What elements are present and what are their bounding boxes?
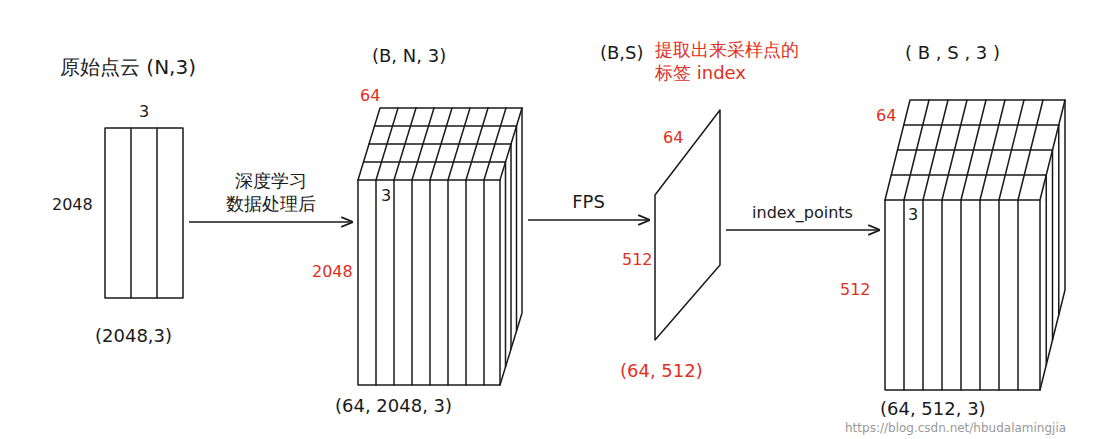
edge-label: FPS: [569, 190, 608, 215]
figure-title: 原始点云 (N,3): [60, 55, 196, 79]
edge-label: 深度学习 数据处理后: [218, 169, 324, 216]
shape-label: (2048,3): [95, 325, 172, 347]
flow-arrow: [528, 219, 649, 221]
dimension-label: 64: [876, 106, 896, 125]
flow-arrow: [189, 221, 352, 223]
figure-title: ( B , S , 3 ): [905, 42, 1000, 64]
annotation-note: 提取出来采样点的标签 index: [655, 38, 807, 85]
dimension-label: 512: [622, 250, 653, 269]
point-cloud-matrix: [105, 128, 183, 298]
batch-tensor-node: (B, N, 3)6432048(64, 2048, 3): [358, 108, 522, 385]
figure-title: (B,S): [600, 42, 644, 64]
dimension-label: 3: [381, 186, 391, 205]
dimension-label: 64: [360, 86, 380, 105]
point-cloud-node: 原始点云 (N,3)32048(2048,3): [105, 128, 183, 298]
shape-label: (64, 2048, 3): [335, 395, 452, 417]
dimension-label: 2048: [52, 195, 93, 214]
dimension-label: 512: [840, 280, 871, 299]
dimension-label: 64: [663, 128, 683, 147]
sampled-tensor-node: ( B , S , 3 )643512(64, 512, 3): [885, 100, 1065, 390]
shape-label: (64, 512): [620, 360, 703, 382]
watermark: https://blog.csdn.net/hbudalamingjia: [845, 421, 1066, 435]
index-plane: [655, 110, 720, 340]
index-tensor-node: (B,S)提取出来采样点的标签 index64512(64, 512): [655, 110, 720, 340]
sampled-cuboid: [885, 100, 1065, 390]
edge-label: index_points: [749, 202, 856, 224]
figure-title: (B, N, 3): [372, 45, 446, 67]
dimension-label: 2048: [312, 262, 353, 281]
flow-arrow: [726, 229, 879, 231]
shape-label: (64, 512, 3): [880, 398, 986, 420]
dimension-label: 3: [908, 205, 918, 224]
dimension-label: 3: [139, 102, 149, 121]
batch-cuboid: [358, 108, 522, 385]
